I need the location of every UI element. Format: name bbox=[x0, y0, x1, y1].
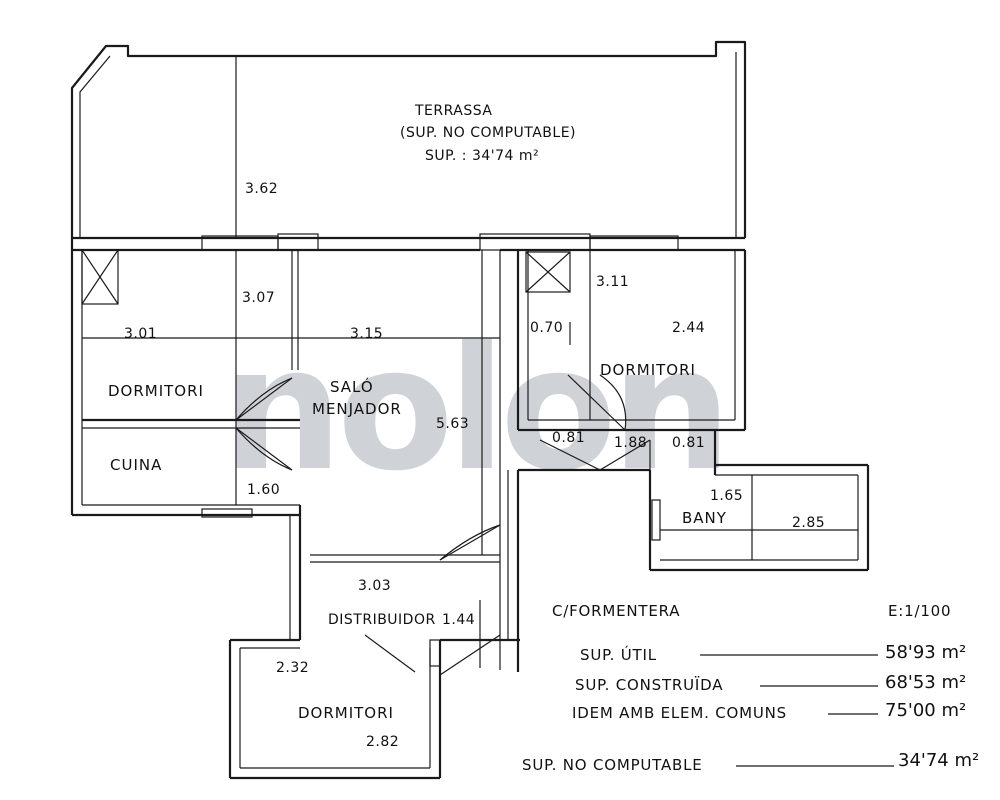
watermark-logo: nolon bbox=[222, 311, 726, 509]
terrace-area: SUP. : 34'74 m² bbox=[425, 148, 539, 164]
common-area-value: 75'00 m² bbox=[885, 700, 966, 721]
bath-width: 2.85 bbox=[792, 515, 825, 531]
non-computable-label: SUP. NO COMPUTABLE bbox=[522, 756, 703, 774]
dorm2-label: DORMITORI bbox=[600, 361, 696, 379]
dorm3-width: 2.82 bbox=[366, 734, 399, 750]
bath-label: BANY bbox=[682, 509, 727, 527]
living-width: 3.15 bbox=[350, 326, 383, 342]
area-summary: C/FORMENTERA E:1/100 SUP. ÚTIL 58'93 m² … bbox=[522, 602, 979, 774]
non-computable-value: 34'74 m² bbox=[898, 750, 979, 771]
bath-height: 1.65 bbox=[710, 488, 743, 504]
useful-area-label: SUP. ÚTIL bbox=[580, 645, 657, 664]
kitchen-label: CUINA bbox=[110, 456, 162, 474]
living-label-line1: SALÓ bbox=[330, 377, 374, 396]
living-length: 5.63 bbox=[436, 416, 469, 432]
built-area-label: SUP. CONSTRUÏDA bbox=[575, 675, 723, 694]
built-area-value: 68'53 m² bbox=[885, 672, 966, 693]
dorm2-height: 3.11 bbox=[596, 274, 629, 290]
dorm1-label: DORMITORI bbox=[108, 382, 204, 400]
kitchen-height: 1.60 bbox=[247, 482, 280, 498]
terrace-name: TERRASSA bbox=[414, 103, 492, 119]
common-area-label: IDEM AMB ELEM. COMUNS bbox=[572, 704, 787, 722]
dorm2-width: 2.44 bbox=[672, 320, 705, 336]
terrace-note: (SUP. NO COMPUTABLE) bbox=[400, 125, 576, 141]
dorm3-label: DORMITORI bbox=[298, 704, 394, 722]
hall-height: 1.44 bbox=[442, 612, 475, 628]
dorm1-height: 3.07 bbox=[242, 290, 275, 306]
apartment-walls bbox=[70, 238, 870, 780]
terrace-height: 3.62 bbox=[245, 181, 278, 197]
door-dim-a: 0.81 bbox=[552, 430, 585, 446]
dorm2-side: 0.70 bbox=[530, 320, 563, 336]
hall-width: 3.03 bbox=[358, 578, 391, 594]
scale-label: E:1/100 bbox=[888, 602, 951, 620]
interior-walls bbox=[81, 249, 858, 676]
door-dim-b: 1.88 bbox=[614, 435, 647, 451]
dorm3-height: 2.32 bbox=[276, 660, 309, 676]
address-label: C/FORMENTERA bbox=[552, 602, 680, 620]
hall-label: DISTRIBUIDOR bbox=[328, 612, 436, 628]
terrace-walls bbox=[70, 40, 747, 252]
door-dim-c: 0.81 bbox=[672, 435, 705, 451]
living-label-line2: MENJADOR bbox=[312, 400, 402, 418]
dorm1-width: 3.01 bbox=[124, 326, 157, 342]
useful-area-value: 58'93 m² bbox=[885, 642, 966, 663]
